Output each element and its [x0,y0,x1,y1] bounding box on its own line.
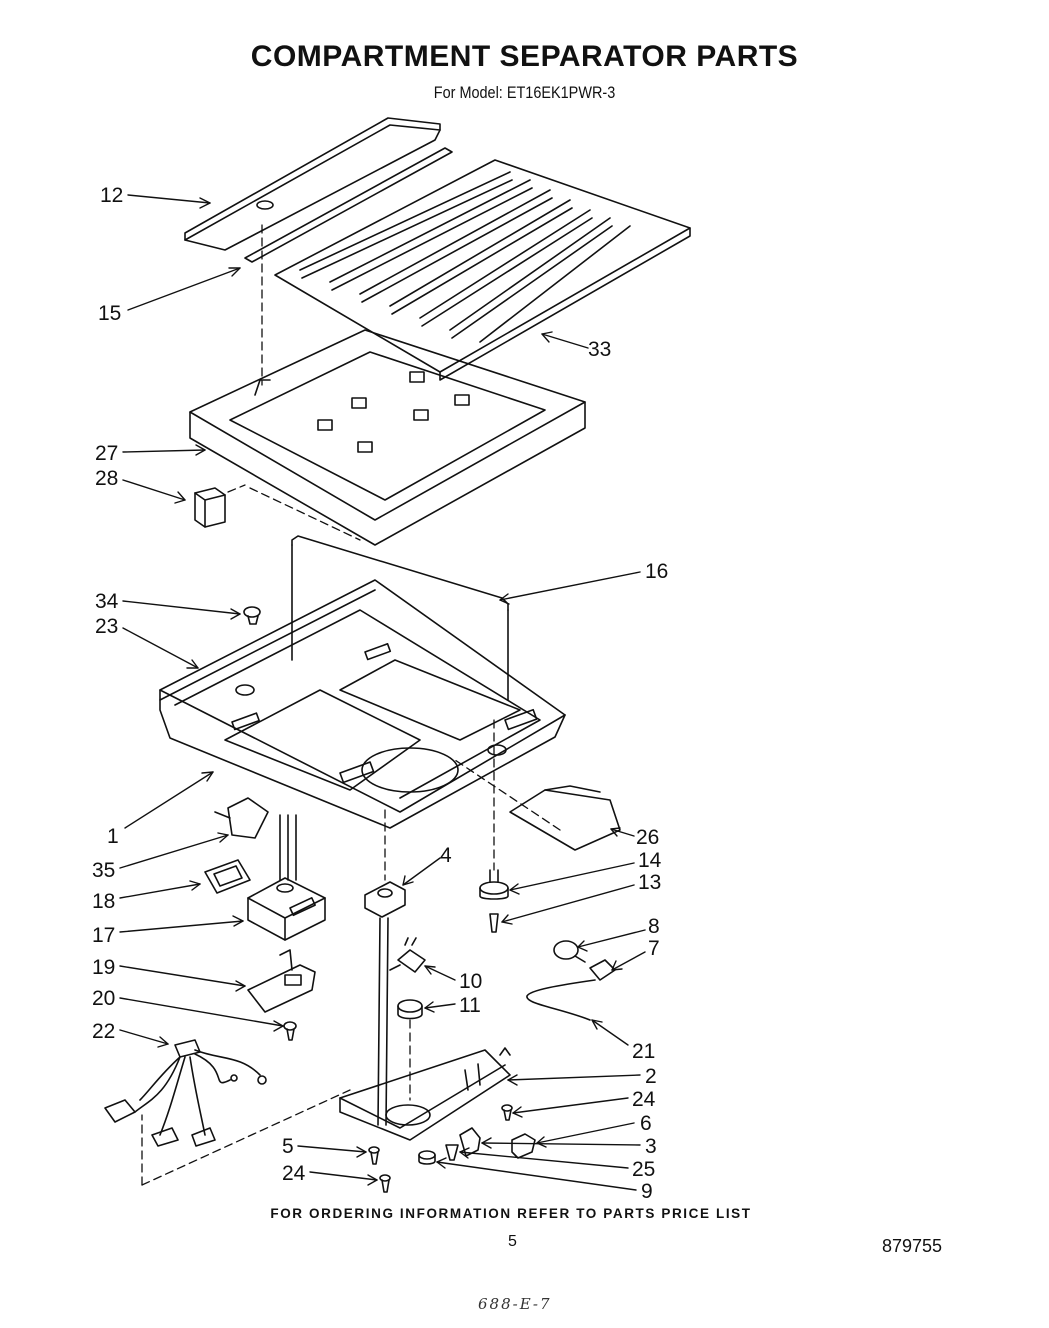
callout-9: 9 [641,1180,653,1203]
assembly-guide-lines [141,224,561,1186]
part-14-bushing [479,869,509,900]
part-4-bracket [364,881,406,1126]
callout-18: 18 [92,890,115,913]
callout-22: 22 [92,1020,115,1043]
page-title: COMPARTMENT SEPARATOR PARTS [250,40,799,73]
part-15-strip [244,147,453,263]
callout-19: 19 [92,956,115,979]
part-13-screw [489,913,499,933]
part-6-switch [511,1133,536,1159]
callout-6: 6 [640,1112,652,1135]
part-19-thermostat [247,949,316,1013]
part-16-wire [291,535,509,701]
part-28-block [194,487,226,528]
callout-34: 34 [95,590,119,613]
callout-5: 5 [282,1135,294,1158]
part-22-wiring-harness [104,1039,267,1147]
callout-24-upper: 24 [632,1088,656,1111]
callout-14: 14 [638,849,662,872]
callout-1: 1 [107,825,119,848]
part-27-separator-frame [189,329,586,546]
part-10-lamp-socket [389,937,426,973]
callout-11: 11 [459,994,481,1017]
part-35-clip [214,797,269,839]
handwritten-note: 688-E-7 [478,1295,552,1313]
callout-2: 2 [645,1065,657,1088]
callout-26: 26 [636,826,659,849]
callout-3: 3 [645,1135,657,1158]
part-25-screw [445,1144,459,1161]
callout-10: 10 [459,970,482,993]
callout-24-lower: 24 [282,1162,306,1185]
part-8-bulb [553,940,586,963]
part-9-bumper [418,1150,436,1165]
part-5-screw [368,1146,380,1165]
part-34-screw [243,606,261,625]
callout-leader-lines [119,194,646,1191]
callout-4: 4 [440,844,452,867]
part-17-control-housing [247,814,326,941]
part-24-screw-lower [379,1174,391,1193]
callout-33: 33 [588,338,611,361]
callout-15: 15 [98,302,121,325]
part-18-gasket [204,859,251,894]
part-2-light-housing [339,1047,511,1141]
model-subtitle: For Model: ET16EK1PWR-3 [433,83,616,102]
ordering-note: FOR ORDERING INFORMATION REFER TO PARTS … [270,1206,752,1221]
part-21-lamp-wire [526,979,596,1021]
callout-16: 16 [645,560,668,583]
part-1-separator-base [159,579,566,829]
callout-35: 35 [92,859,115,882]
page-number: 5 [508,1233,517,1250]
part-20-screw [283,1021,297,1041]
callout-13: 13 [638,871,661,894]
part-12-rail [184,117,441,251]
callout-27: 27 [95,442,118,465]
callout-12: 12 [100,184,123,207]
callout-28: 28 [95,467,118,490]
part-33-slatted-shelf [274,159,691,381]
callout-8: 8 [648,915,660,938]
callout-17: 17 [92,924,115,947]
part-11-knob [397,999,423,1020]
callout-20: 20 [92,987,115,1010]
callout-labels: 12 15 33 27 28 16 34 23 1 26 35 4 14 13 … [92,184,668,1203]
callout-7: 7 [648,937,660,960]
document-number: 879755 [882,1236,943,1256]
callout-21: 21 [632,1040,655,1063]
part-26-insulation [509,785,621,851]
part-24-screw-upper [501,1104,513,1121]
callout-25: 25 [632,1158,655,1181]
part-7-socket [589,959,616,981]
callout-23: 23 [95,615,118,638]
